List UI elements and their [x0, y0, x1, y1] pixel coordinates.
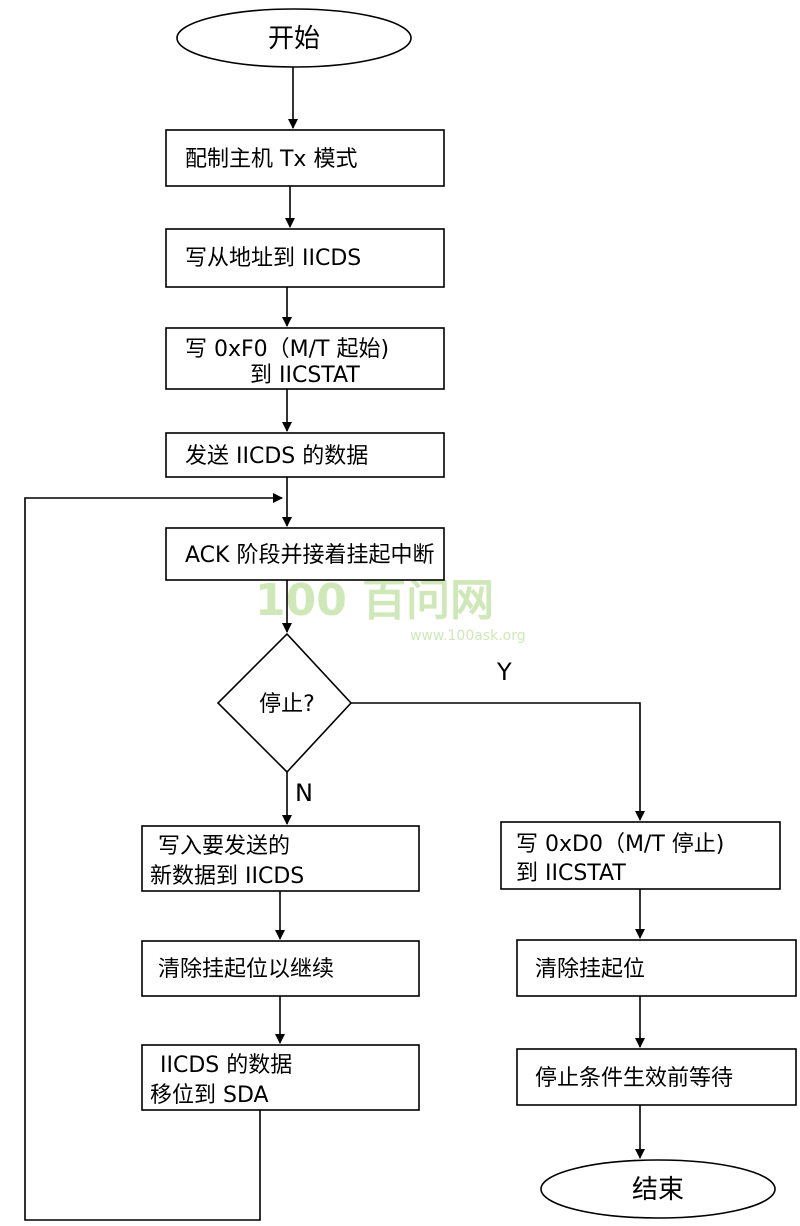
decision-stop: 停止? — [216, 632, 353, 774]
step-send-data: 发送 IICDS 的数据 — [165, 432, 445, 478]
step-shift-sda-line2: 移位到 SDA — [150, 1083, 269, 1108]
step-write-addr: 写从地址到 IICDS — [165, 228, 445, 288]
step-send-data-label: 发送 IICDS 的数据 — [185, 444, 368, 469]
step-wait-stop-label: 停止条件生效前等待 — [535, 1066, 733, 1091]
step-write-f0-line2: 到 IICSTAT — [250, 363, 360, 388]
step-write-d0-line2: 到 IICSTAT — [516, 861, 626, 886]
end-label: 结束 — [632, 1175, 684, 1205]
decision-stop-label: 停止? — [259, 692, 315, 717]
step-write-new-data-line1: 写入要发送的 — [158, 834, 290, 859]
step-write-addr-label: 写从地址到 IICDS — [185, 246, 361, 271]
watermark-url: www.100ask.org — [410, 628, 526, 644]
step-clear-pending-label: 清除挂起位 — [535, 957, 645, 982]
step-ack-phase: ACK 阶段并接着挂起中断 — [165, 527, 445, 581]
step-clear-pending: 清除挂起位 — [516, 939, 797, 997]
step-write-d0: 写 0xD0（M/T 停止) 到 IICSTAT — [500, 821, 781, 890]
watermark-logo: 100 百问网 — [255, 575, 494, 626]
step-shift-sda-line1: IICDS 的数据 — [160, 1053, 292, 1078]
connectors — [24, 67, 645, 1221]
step-write-new-data: 写入要发送的 新数据到 IICDS — [141, 825, 420, 892]
watermark: 100 百问网 www.100ask.org — [255, 575, 526, 644]
yes-label: Y — [496, 658, 512, 686]
step-write-f0-line1: 写 0xF0（M/T 起始) — [185, 337, 389, 362]
step-write-f0: 写 0xF0（M/T 起始) 到 IICSTAT — [165, 327, 445, 390]
step-config-master: 配制主机 Tx 模式 — [165, 129, 445, 187]
arrow-decision-yes — [351, 702, 645, 821]
step-config-master-label: 配制主机 Tx 模式 — [185, 147, 357, 172]
step-clear-continue-label: 清除挂起位以继续 — [158, 957, 334, 982]
step-ack-phase-label: ACK 阶段并接着挂起中断 — [185, 543, 434, 568]
step-wait-stop: 停止条件生效前等待 — [516, 1048, 797, 1106]
arrow-loop-back — [24, 493, 283, 1221]
step-write-d0-line1: 写 0xD0（M/T 停止) — [516, 832, 724, 857]
end-node: 结束 — [540, 1159, 776, 1219]
no-label: N — [295, 779, 313, 807]
start-label: 开始 — [268, 24, 320, 54]
step-clear-continue: 清除挂起位以继续 — [141, 940, 420, 997]
start-node: 开始 — [176, 8, 412, 68]
step-write-new-data-line2: 新数据到 IICDS — [150, 864, 304, 889]
step-shift-sda: IICDS 的数据 移位到 SDA — [141, 1044, 420, 1111]
